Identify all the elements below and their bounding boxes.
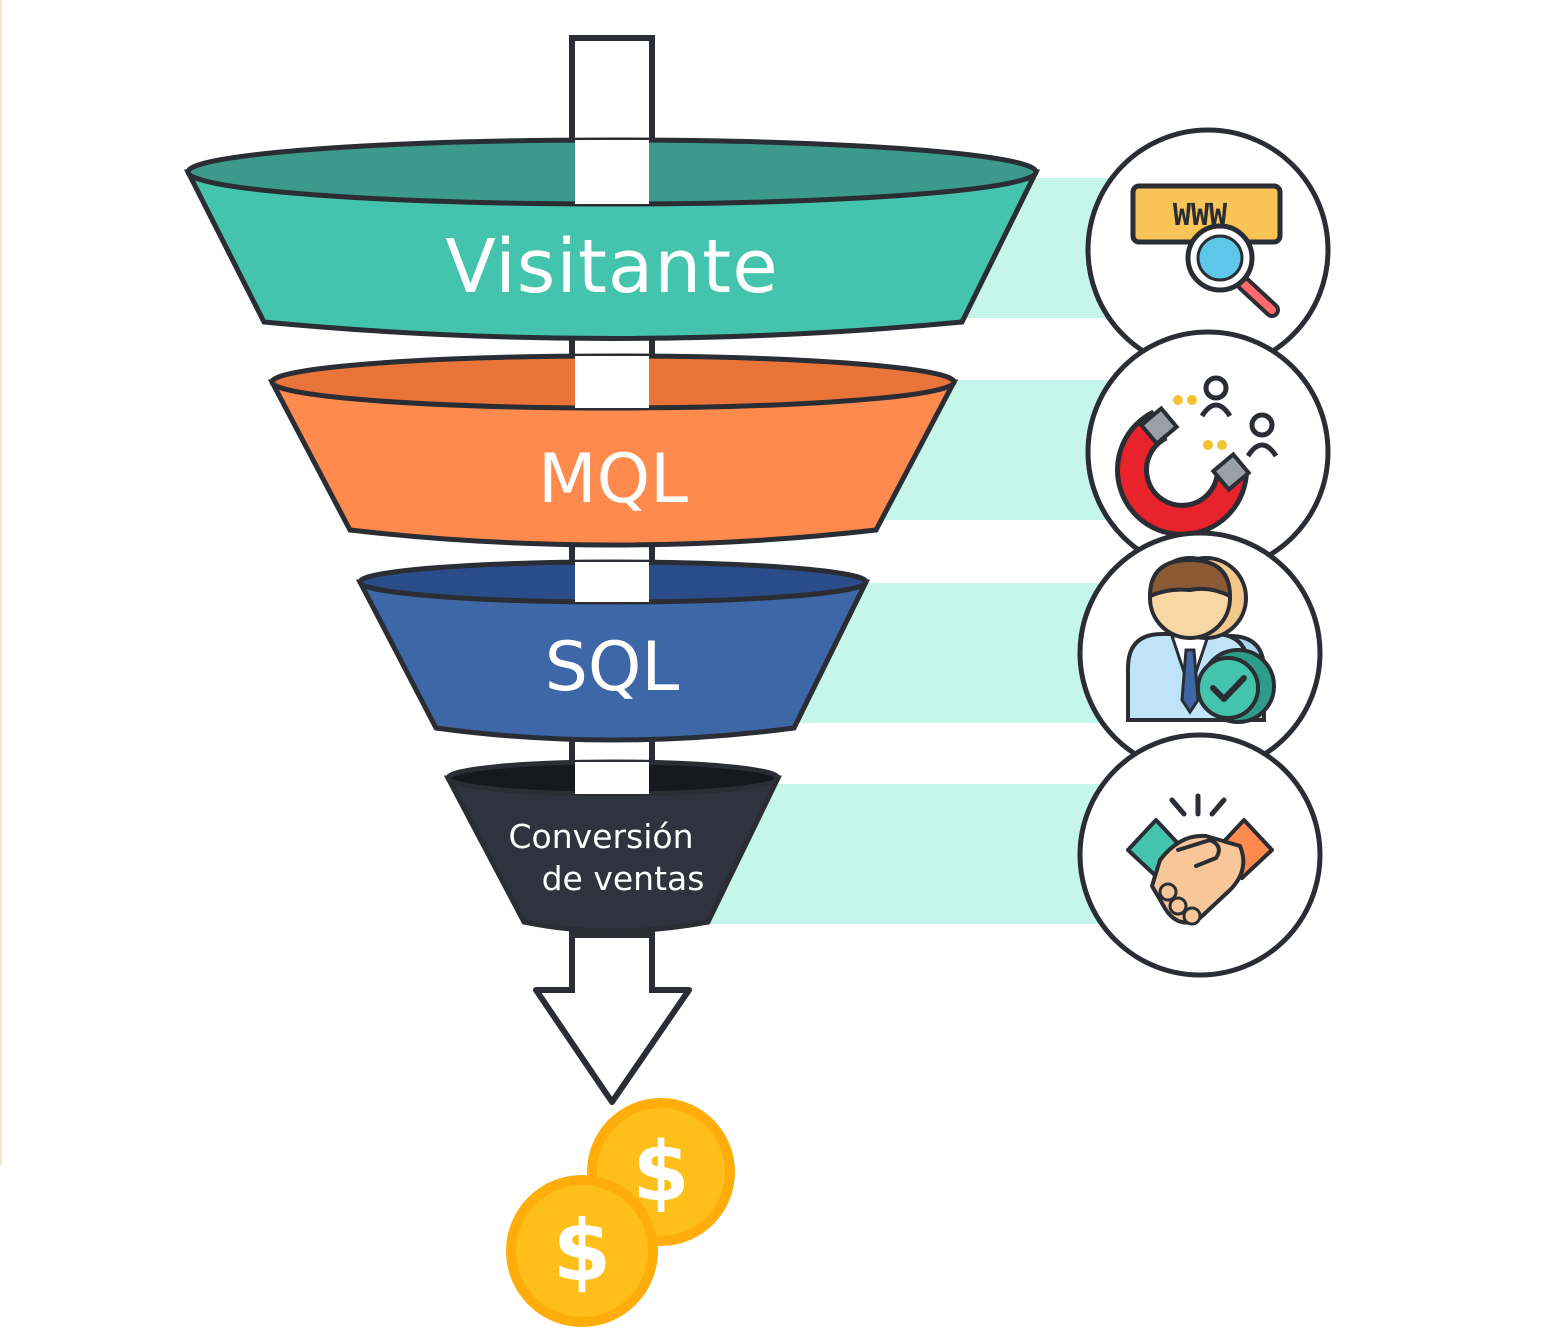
magnet-attract-users-icon [1085,329,1331,575]
page-left-edge [0,0,2,1165]
stage-label-visitante: Visitante [445,224,778,310]
funnel-arrow-shaft-segment [575,762,649,794]
handshake-icon [1077,732,1323,978]
funnel-stage-body [267,379,959,548]
funnel-stage-body [443,775,782,934]
funnel-stage-body [355,579,871,743]
coin-front: $ [506,1175,658,1327]
funnel-stage-visitante: Visitante [183,137,1041,341]
www-search-icon: WWW [1085,127,1331,373]
funnel-arrow-shaft-segment [575,356,649,408]
funnel-arrow-shaft-segment [575,562,649,602]
coins-icon: $ $ [506,1098,735,1327]
stage-label-sql: SQL [545,628,680,707]
funnel-stage-sql: SQL [355,559,871,743]
qualified-customer-icon [1077,530,1323,776]
coin-dollar-symbol: $ [632,1125,689,1220]
stage-label-conversion-line2: de ventas [542,859,705,898]
stage-label-mql: MQL [538,440,688,519]
stage-label-conversion-line1: Conversión [508,817,693,856]
funnel-stage-body [183,169,1041,341]
arrow-joint-cover [575,982,649,996]
funnel-arrow-shaft-segment [575,140,649,204]
funnel-output-arrow [533,932,692,1105]
funnel-stage-conversion: Conversión de ventas [443,759,782,934]
coin-dollar-symbol: $ [553,1202,611,1300]
funnel-stage-mql: MQL [267,353,959,548]
arrow-head [533,987,692,1105]
